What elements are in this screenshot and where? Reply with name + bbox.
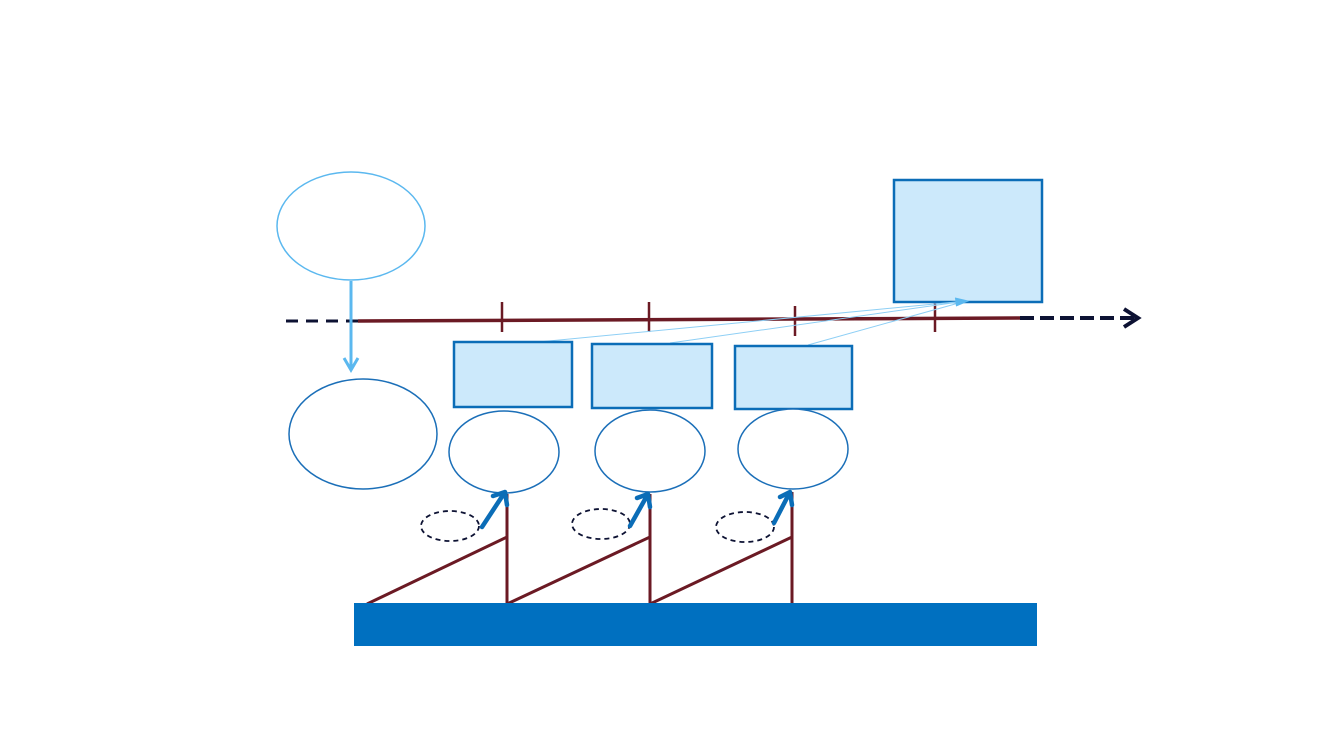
top-left-ellipse	[276, 171, 426, 281]
small-box-2	[590, 342, 714, 410]
small-box-1	[452, 340, 574, 409]
dashed-ellipse-2	[571, 508, 631, 540]
connector-line-1	[527, 300, 967, 344]
ellipse-2	[594, 409, 706, 493]
dashed-ellipse-3	[715, 511, 775, 543]
bold-arrow-3-icon	[771, 489, 795, 526]
connector-line-3	[807, 300, 967, 346]
sawtooth-line	[366, 534, 794, 607]
big-box	[892, 178, 1044, 304]
down-arrowhead-icon	[342, 357, 360, 373]
timeline-arrowhead-icon	[1122, 307, 1142, 329]
base-bar	[354, 603, 1037, 646]
connector-arrowhead-icon	[954, 297, 970, 307]
connector-line-2	[669, 300, 967, 344]
left-ellipse	[288, 378, 438, 490]
bold-arrow-2-icon	[627, 491, 653, 529]
ellipse-3	[737, 408, 849, 490]
timeline-solid	[357, 316, 1021, 323]
bold-arrow-1-icon	[479, 489, 510, 530]
ellipse-1	[448, 410, 560, 494]
dashed-ellipse-1	[420, 510, 480, 542]
small-box-3	[733, 344, 854, 411]
